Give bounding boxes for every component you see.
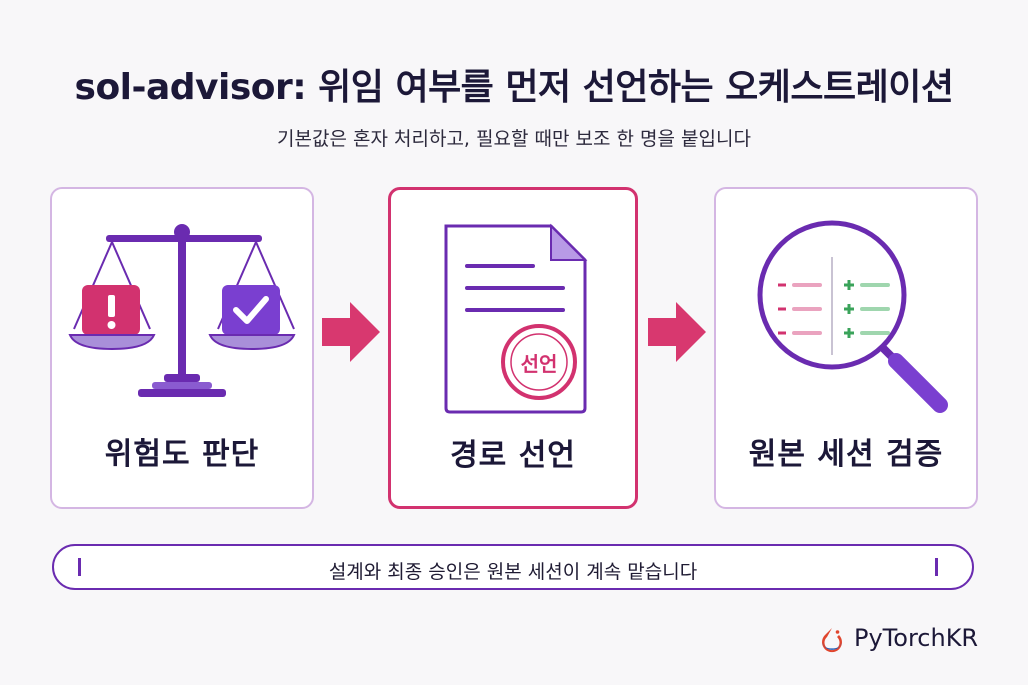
warning-icon (82, 285, 140, 335)
step-label-risk: 위험도 판단 (104, 437, 260, 472)
document-stamp-icon (444, 223, 588, 414)
step-card-risk: 위험도 판단 (50, 187, 314, 509)
step-card-route: 선언 경로 선언 (388, 187, 638, 509)
bar-tick-left (78, 558, 81, 576)
step-card-verify: 원본 세션 검증 (714, 187, 978, 509)
step-label-route: 경로 선언 (450, 438, 576, 473)
check-icon (222, 285, 280, 335)
step-label-verify: 원본 세션 검증 (748, 437, 944, 472)
footer-note-text: 설계와 최종 승인은 원본 세션이 계속 맡습니다 (328, 561, 698, 583)
page-subtitle: 기본값은 혼자 처리하고, 필요할 때만 보조 한 명을 붙입니다 (277, 128, 751, 150)
scale-icon (68, 224, 296, 397)
brand-name: PyTorchKR (854, 624, 979, 652)
diff-added-lines (844, 280, 890, 338)
arrow-right-icon (322, 302, 380, 362)
bar-tick-right (935, 558, 938, 576)
arrow-right-icon (648, 302, 706, 362)
magnifier-diff-icon (757, 220, 948, 413)
page-title: sol-advisor: 위임 여부를 먼저 선언하는 오케스트레이션 (74, 67, 954, 108)
pytorchkr-logo-icon (822, 628, 842, 653)
footer-note-bar: 설계와 최종 승인은 원본 세션이 계속 맡습니다 (52, 544, 974, 590)
stamp-text: 선언 (520, 352, 558, 376)
diff-removed-lines (778, 283, 822, 335)
